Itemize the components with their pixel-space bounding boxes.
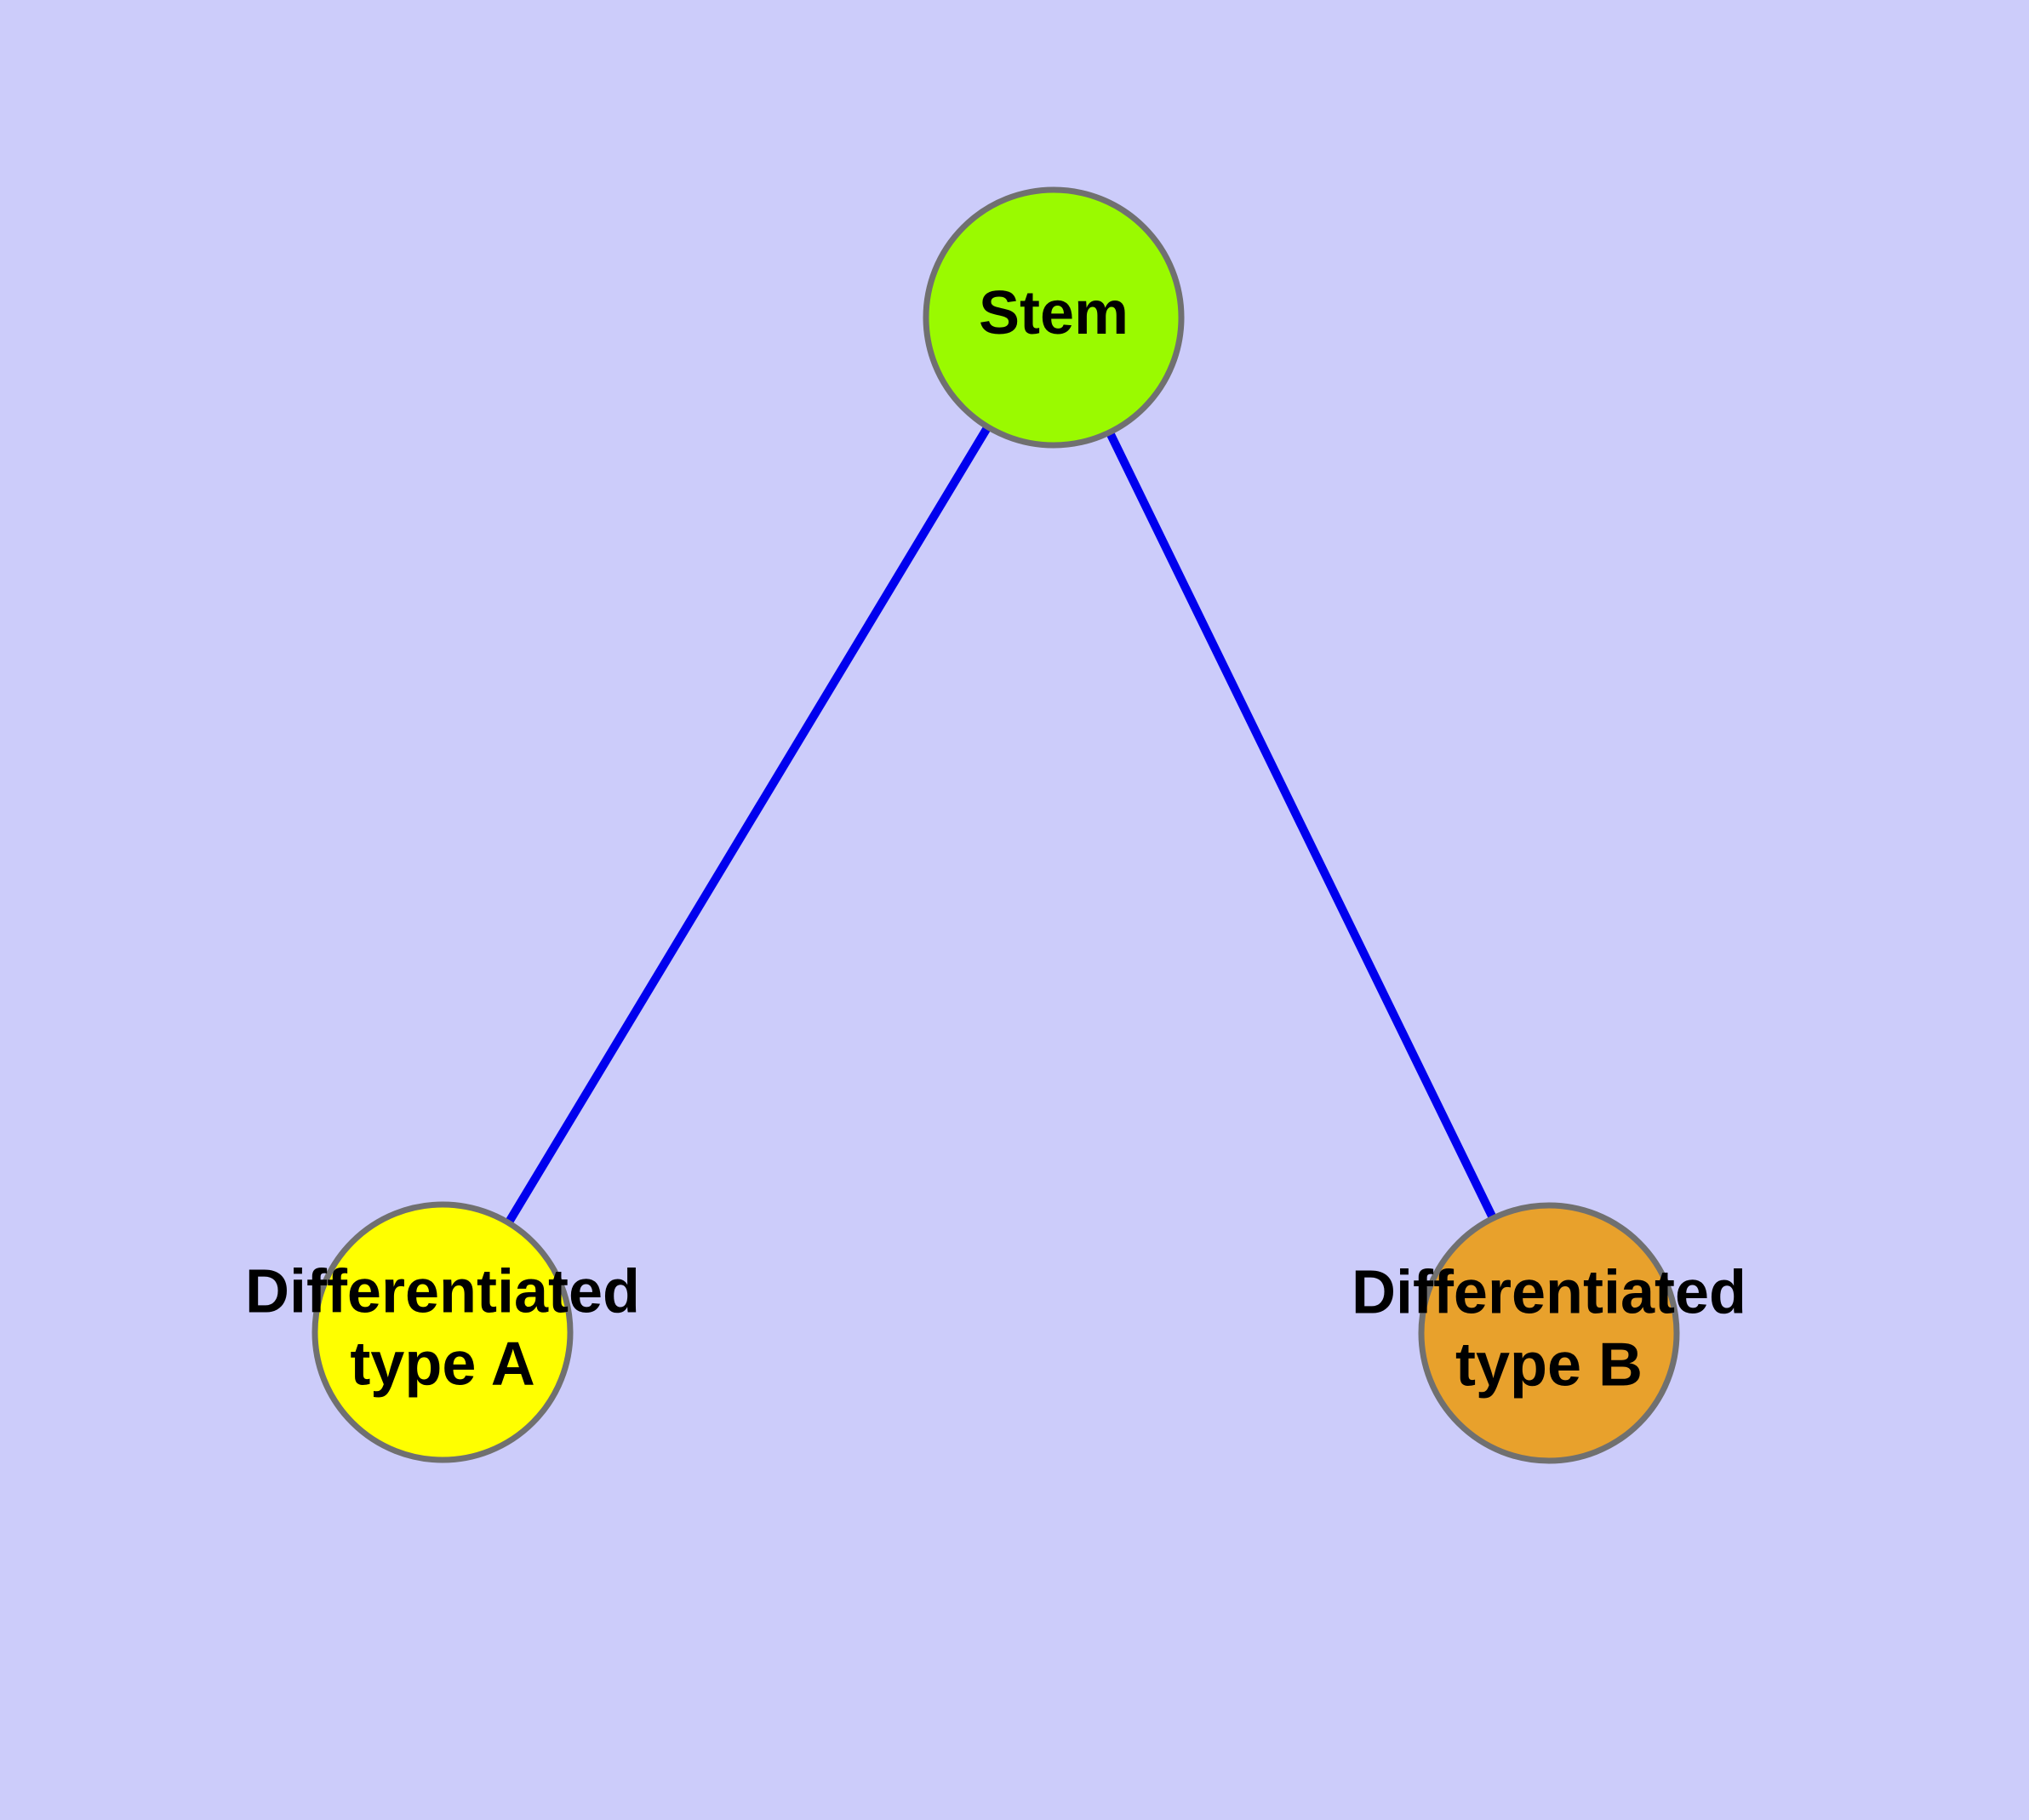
node-diff_a[interactable] (311, 1201, 574, 1463)
edges-layer (505, 424, 1497, 1226)
node-label-line: Differentiated (1352, 1259, 1746, 1327)
node-label-line: type A (350, 1330, 534, 1398)
edge-stem-diff-a (505, 424, 992, 1226)
node-label-line: Differentiated (245, 1258, 640, 1326)
node-diff_b[interactable] (1418, 1202, 1680, 1464)
edge-stem-diff-b (1106, 430, 1497, 1221)
nodes-layer (311, 186, 1680, 1464)
node-label-line: type B (1455, 1331, 1643, 1399)
node-label-line: Stem (979, 279, 1129, 347)
node-stem[interactable] (923, 186, 1185, 449)
node-label-stem: Stem (979, 279, 1129, 347)
